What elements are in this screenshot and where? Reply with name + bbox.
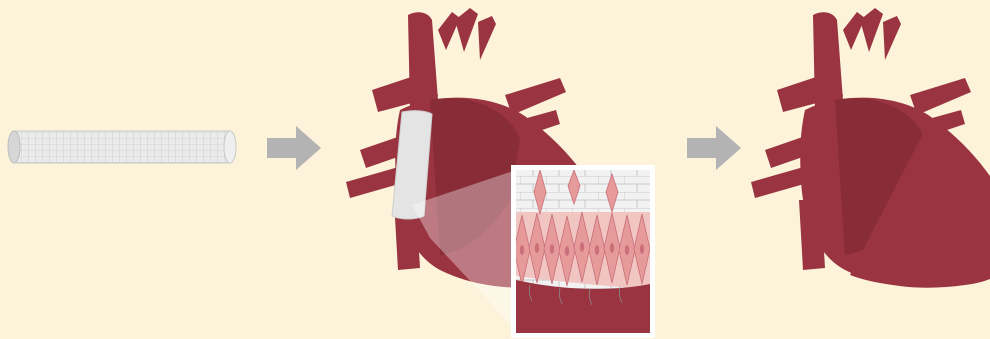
- regenerated-heart-icon: [751, 8, 990, 288]
- arrow-right-icon: [267, 126, 321, 170]
- arrow-right-icon: [687, 126, 741, 170]
- tubular-scaffold-icon: [8, 131, 236, 163]
- magnified-tissue-icon: [511, 165, 655, 338]
